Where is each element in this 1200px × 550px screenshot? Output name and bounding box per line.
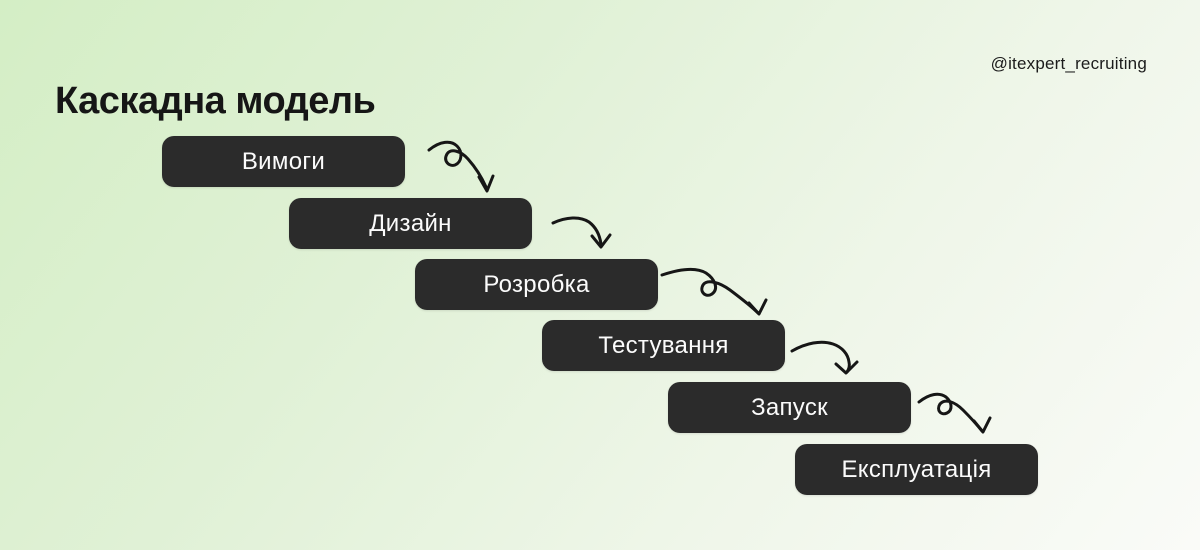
arrow-requirements-to-design <box>427 140 495 193</box>
arrow-testing-to-launch <box>790 340 859 375</box>
step-label-operations: Експлуатація <box>841 455 992 483</box>
step-box-launch: Запуск <box>668 382 911 433</box>
arrow-design-to-development <box>551 216 612 249</box>
step-label-design: Дизайн <box>369 209 452 237</box>
step-box-testing: Тестування <box>542 320 785 371</box>
step-label-requirements: Вимоги <box>241 147 326 175</box>
step-label-development: Розробка <box>483 270 590 298</box>
arrow-launch-to-operations <box>917 392 992 434</box>
step-box-development: Розробка <box>415 259 658 310</box>
step-box-requirements: Вимоги <box>162 136 405 187</box>
account-handle: @itexpert_recruiting <box>990 54 1147 73</box>
step-label-launch: Запуск <box>751 393 828 421</box>
arrow-development-to-testing <box>660 267 768 316</box>
page-title: Каскадна модель <box>55 80 376 122</box>
step-box-operations: Експлуатація <box>795 444 1038 495</box>
step-label-testing: Тестування <box>598 331 729 359</box>
step-box-design: Дизайн <box>289 198 532 249</box>
